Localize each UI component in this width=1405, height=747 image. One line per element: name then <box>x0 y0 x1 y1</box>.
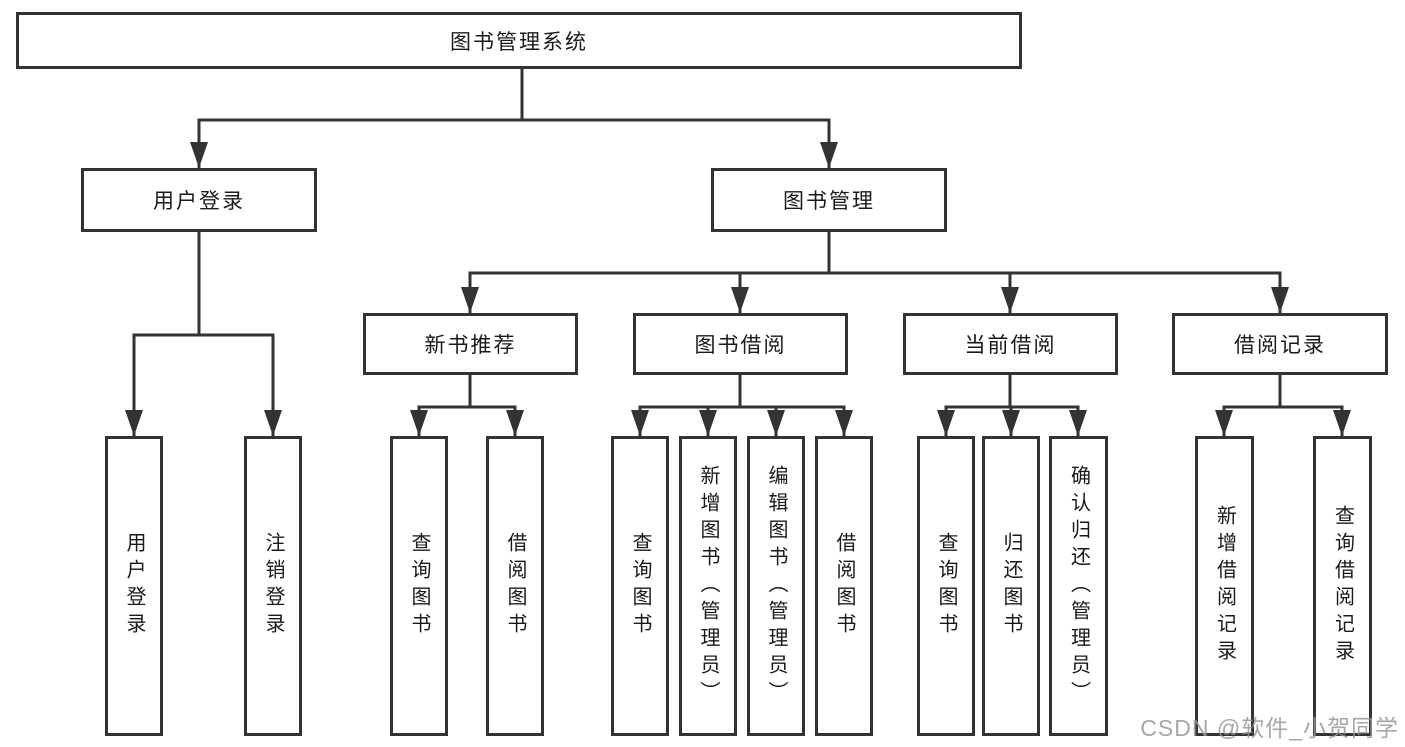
node-leaf-confirm-return-admin: 确认归还（管理员） <box>1049 436 1108 736</box>
node-label: 查询图书 <box>408 532 430 640</box>
node-leaf-logout: 注销登录 <box>244 436 302 736</box>
node-leaf-return-books: 归还图书 <box>982 436 1040 736</box>
node-leaf-query-books-recommend: 查询图书 <box>390 436 448 736</box>
node-leaf-add-books-admin: 新增图书（管理员） <box>679 436 737 736</box>
node-leaf-user-login: 用户登录 <box>105 436 163 736</box>
node-leaf-add-borrow-record: 新增借阅记录 <box>1195 436 1254 736</box>
node-leaf-borrow-books-borrowing: 借阅图书 <box>815 436 873 736</box>
node-label: 查询图书 <box>935 532 957 640</box>
node-label: 查询图书 <box>629 532 651 640</box>
node-leaf-query-books-current: 查询图书 <box>917 436 975 736</box>
node-label: 归还图书 <box>1000 532 1022 640</box>
node-new-book-recommend: 新书推荐 <box>363 313 578 375</box>
node-label: 图书借阅 <box>694 334 787 357</box>
node-borrowing-records: 借阅记录 <box>1172 313 1388 375</box>
node-label: 注销登录 <box>262 532 284 640</box>
node-label: 当前借阅 <box>964 334 1057 357</box>
node-label: 用户登录 <box>153 190 245 213</box>
node-label: 查询借阅记录 <box>1331 505 1354 667</box>
node-label: 借阅记录 <box>1234 334 1326 357</box>
node-label: 新增借阅记录 <box>1213 505 1236 667</box>
node-book-management: 图书管理 <box>711 168 947 232</box>
node-leaf-borrow-books-recommend: 借阅图书 <box>486 436 544 736</box>
node-label: 新书推荐 <box>424 334 517 357</box>
node-current-borrowing: 当前借阅 <box>903 313 1118 375</box>
node-label: 编辑图书（管理员） <box>765 464 787 708</box>
node-label: 借阅图书 <box>504 532 526 640</box>
node-user-login: 用户登录 <box>81 168 317 232</box>
node-label: 图书管理 <box>783 190 875 213</box>
node-label: 新增图书（管理员） <box>697 464 719 708</box>
node-label: 图书管理系统 <box>450 30 588 54</box>
node-label: 确认归还（管理员） <box>1067 464 1090 708</box>
node-leaf-query-borrow-record: 查询借阅记录 <box>1313 436 1372 736</box>
node-leaf-edit-books-admin: 编辑图书（管理员） <box>747 436 805 736</box>
node-label: 用户登录 <box>123 532 145 640</box>
node-label: 借阅图书 <box>833 532 855 640</box>
watermark: CSDN @软件_小贺同学 <box>1140 715 1399 741</box>
node-book-borrowing: 图书借阅 <box>633 313 848 375</box>
node-leaf-query-books-borrowing: 查询图书 <box>611 436 669 736</box>
node-root: 图书管理系统 <box>16 12 1022 69</box>
